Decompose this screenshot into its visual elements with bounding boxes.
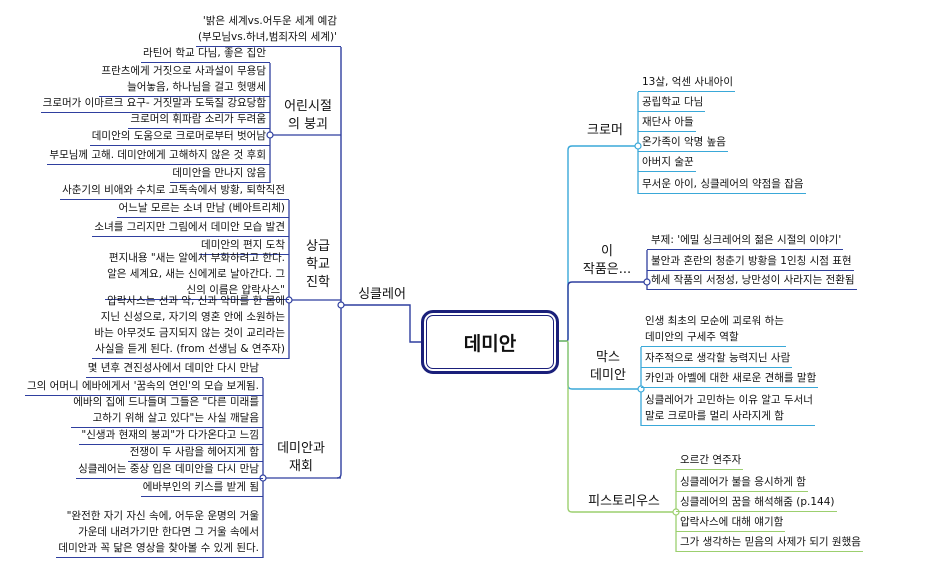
collapse-toggle-dot[interactable]: [634, 142, 642, 150]
main-topic-label[interactable]: 크로머: [587, 123, 623, 138]
main-topic-label[interactable]: 막스 데미안: [590, 350, 626, 383]
topic-leaf[interactable]: 에바의 집에 드나들며 그들은 "다른 미래를 고하기 위해 살고 있다"는 사…: [71, 394, 263, 428]
topic-leaf[interactable]: "신생과 현재의 붕괴"가 다가온다고 느낌: [79, 427, 263, 445]
topic-leaf[interactable]: 부제: '에밀 싱크레어의 젊은 시절의 이야기': [647, 232, 844, 250]
topic-leaf[interactable]: 싱클레어의 꿈을 해석해줌 (p.144): [676, 494, 837, 512]
topic-leaf[interactable]: 자주적으로 생각할 능력지닌 사람: [641, 350, 793, 368]
main-topic-label[interactable]: 이 작품은...: [582, 244, 632, 277]
topic-leaf[interactable]: 싱클레어는 중상 입은 데미안을 다시 만남: [76, 461, 263, 479]
topic-leaf[interactable]: 오르간 연주자: [676, 452, 744, 470]
topic-leaf[interactable]: 불안과 혼란의 청춘기 방황을 1인칭 시점 표현: [647, 253, 854, 271]
collapse-toggle-dot[interactable]: [266, 131, 274, 139]
topic-leaf[interactable]: 데미안의 도움으로 크로머로부터 벗어남: [89, 128, 270, 146]
topic-leaf[interactable]: 그의 어머니 에바에게서 '꿈속의 연인'의 모습 보게됨.: [25, 378, 263, 396]
topic-leaf[interactable]: 부모님께 고해. 데미안에게 고해하지 않은 것 후회: [47, 147, 270, 165]
topic-leaf[interactable]: 데미안의 편지 도착: [199, 237, 289, 255]
topic-leaf[interactable]: 압락사스에 대해 얘기함: [676, 514, 786, 532]
topic-leaf[interactable]: 크로머가 이마르크 요구- 거짓말과 도둑질 강요당함: [40, 95, 270, 113]
topic-leaf[interactable]: 공립학교 다님: [638, 94, 706, 112]
subtopic-label[interactable]: 상급 학교 진학: [306, 239, 330, 290]
main-branch-line: [553, 340, 676, 513]
subtopic-label[interactable]: 어린시절 의 붕괴: [284, 99, 332, 132]
topic-leaf[interactable]: 무서운 아이, 싱클레어의 약점을 잡음: [638, 176, 806, 194]
topic-leaf-intro[interactable]: '밝은 세계vs.어두운 세계 예감 (부모님vs.하녀,범죄자의 세계)': [195, 13, 341, 47]
topic-leaf[interactable]: 싱클레어가 불을 응시하게 함: [676, 474, 808, 492]
topic-leaf[interactable]: 사춘기의 비애와 수치로 고독속에서 방황, 퇴학직전: [60, 182, 289, 200]
main-topic-label[interactable]: 피스토리우스: [588, 494, 660, 509]
main-branch-line: [341, 304, 421, 343]
collapse-toggle-dot[interactable]: [643, 278, 651, 286]
topic-leaf[interactable]: 프란츠에게 거짓으로 사과설이 무용담 늘어놓음, 하나님을 걸고 헛맹세: [99, 63, 270, 97]
topic-leaf[interactable]: 전쟁이 두 사람을 헤어지게 함: [127, 444, 263, 462]
topic-leaf[interactable]: 재단사 아들: [638, 114, 696, 132]
topic-leaf[interactable]: 13살, 억센 사내아이: [638, 74, 735, 92]
topic-leaf[interactable]: 에바부인의 키스를 받게 됨: [140, 479, 263, 497]
collapse-toggle-dot[interactable]: [285, 296, 293, 304]
topic-leaf[interactable]: 편지내용 "새는 알에서 부화하려고 한다. 알은 세계요, 새는 신에게로 날…: [105, 250, 289, 300]
main-branch-line: [553, 281, 647, 342]
main-topic-sinclair[interactable]: 싱클레어: [358, 287, 406, 302]
topic-leaf[interactable]: 몇 년후 견진성사에서 데미안 다시 만남: [85, 360, 263, 378]
topic-leaf[interactable]: 인생 최초의 모순에 괴로워 하는 데미안의 구세주 역할: [641, 313, 786, 347]
topic-leaf[interactable]: 아버지 술꾼: [638, 154, 696, 172]
collapse-toggle-dot[interactable]: [337, 301, 345, 309]
topic-leaf[interactable]: 데미안을 만나지 않음: [170, 165, 270, 183]
topic-leaf[interactable]: "완전한 자기 자신 속에, 어두운 운명의 거울 가운데 내려가기만 한다면 …: [56, 508, 263, 558]
topic-leaf[interactable]: 카인과 아벨에 대한 새로운 견해를 말함: [641, 370, 819, 388]
topic-leaf[interactable]: 헤세 작품의 서정성, 낭만성이 사라지는 전환됨: [647, 272, 857, 290]
topic-leaf[interactable]: 싱클레어가 고민하는 이유 알고 두서너 말로 크로마를 멀리 사라지게 함: [641, 392, 815, 426]
topic-leaf[interactable]: 크로머의 휘파람 소리가 두려움: [128, 111, 270, 129]
topic-leaf[interactable]: 그가 생각하는 믿음의 사제가 되기 원했음: [676, 534, 863, 552]
subtopic-label[interactable]: 데미안과 재회: [277, 441, 325, 474]
collapse-toggle-dot[interactable]: [672, 508, 680, 516]
topic-leaf[interactable]: 어느날 모르는 소녀 만남 (베아트리체): [116, 200, 289, 218]
topic-leaf[interactable]: 압락사스는 선과 악, 신과 악마를 한 몸에 지닌 신성으로, 자기의 영혼 …: [92, 293, 289, 359]
topic-leaf[interactable]: 소녀를 그리지만 그림에서 데미안 모습 발견: [92, 219, 289, 237]
topic-leaf[interactable]: 온가족이 악명 높음: [638, 134, 728, 152]
central-topic-node[interactable]: 데미안: [421, 310, 559, 374]
topic-leaf[interactable]: 라틴어 학교 다님, 좋은 집안: [141, 45, 270, 63]
